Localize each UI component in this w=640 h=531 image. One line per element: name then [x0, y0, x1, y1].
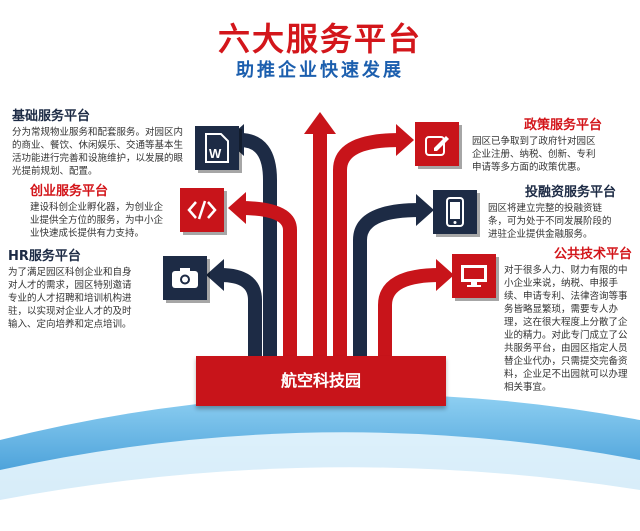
platform-title: 基础服务平台 [12, 109, 91, 124]
platform-text: 建设科创企业孵化器，为创业企业提供全方位的服务，为中小企业快速成长提供有力支持。 [30, 202, 164, 239]
platform-title: 公共技术平台 [553, 247, 632, 262]
arrow-startup [239, 201, 297, 356]
platform-title: HR服务平台 [8, 249, 81, 264]
svg-text:W: W [209, 146, 222, 161]
platform-policy: 政策服务平台 园区已争取到了政府针对园区企业注册、纳税、创新、专利申请等多方面的… [472, 117, 602, 174]
arrow-policy [333, 133, 401, 356]
platform-tech: 公共技术平台 对于很多人力、财力有限的中小企业来说，纳税、申报手续、申请专利、法… [504, 246, 632, 394]
center-base-label: 航空科技园 [196, 356, 446, 406]
code-icon [180, 188, 224, 232]
word-document-icon: W [195, 126, 239, 170]
platform-text: 对于很多人力、财力有限的中小企业来说，纳税、申报手续、申请专利、法律咨询等事务皆… [504, 265, 628, 393]
arrow-basic [239, 133, 277, 356]
platform-basic: 基础服务平台 分为常规物业服务和配套服务。对园区内的商业、餐饮、休闲娱乐、交通等… [12, 108, 187, 178]
platform-text: 园区将建立完整的投融资链条，可为处于不同发展阶段的进驻企业提供金融服务。 [488, 203, 612, 240]
platform-text: 为了满足园区科创企业和自身对人才的需求，园区特别邀请专业的人才招聘和培训机构进驻… [8, 267, 132, 330]
platform-hr: HR服务平台 为了满足园区科创企业和自身对人才的需求，园区特别邀请专业的人才招聘… [8, 248, 138, 331]
arrow-finance [353, 203, 421, 356]
phone-icon [433, 190, 477, 234]
camera-icon [163, 256, 207, 300]
platform-finance: 投融资服务平台 园区将建立完整的投融资链条，可为处于不同发展阶段的进驻企业提供金… [488, 184, 616, 241]
monitor-icon [452, 254, 496, 298]
platform-startup: 创业服务平台 建设科创企业孵化器，为创业企业提供全方位的服务，为中小企业快速成长… [30, 183, 165, 240]
platform-text: 分为常规物业服务和配套服务。对园区内的商业、餐饮、休闲娱乐、交通等基本生活功能进… [12, 127, 184, 177]
page-title: 六大服务平台 [217, 20, 422, 58]
pencil-edit-icon [415, 122, 459, 166]
arrow-hr [219, 268, 262, 356]
platform-title: 创业服务平台 [30, 184, 109, 199]
platform-title: 投融资服务平台 [524, 185, 616, 200]
platform-title: 政策服务平台 [523, 118, 602, 133]
page-subtitle: 助推企业快速发展 [236, 60, 404, 81]
platform-text: 园区已争取到了政府针对园区企业注册、纳税、创新、专利申请等多方面的政策优惠。 [472, 136, 596, 173]
arrow-tech [378, 268, 441, 356]
